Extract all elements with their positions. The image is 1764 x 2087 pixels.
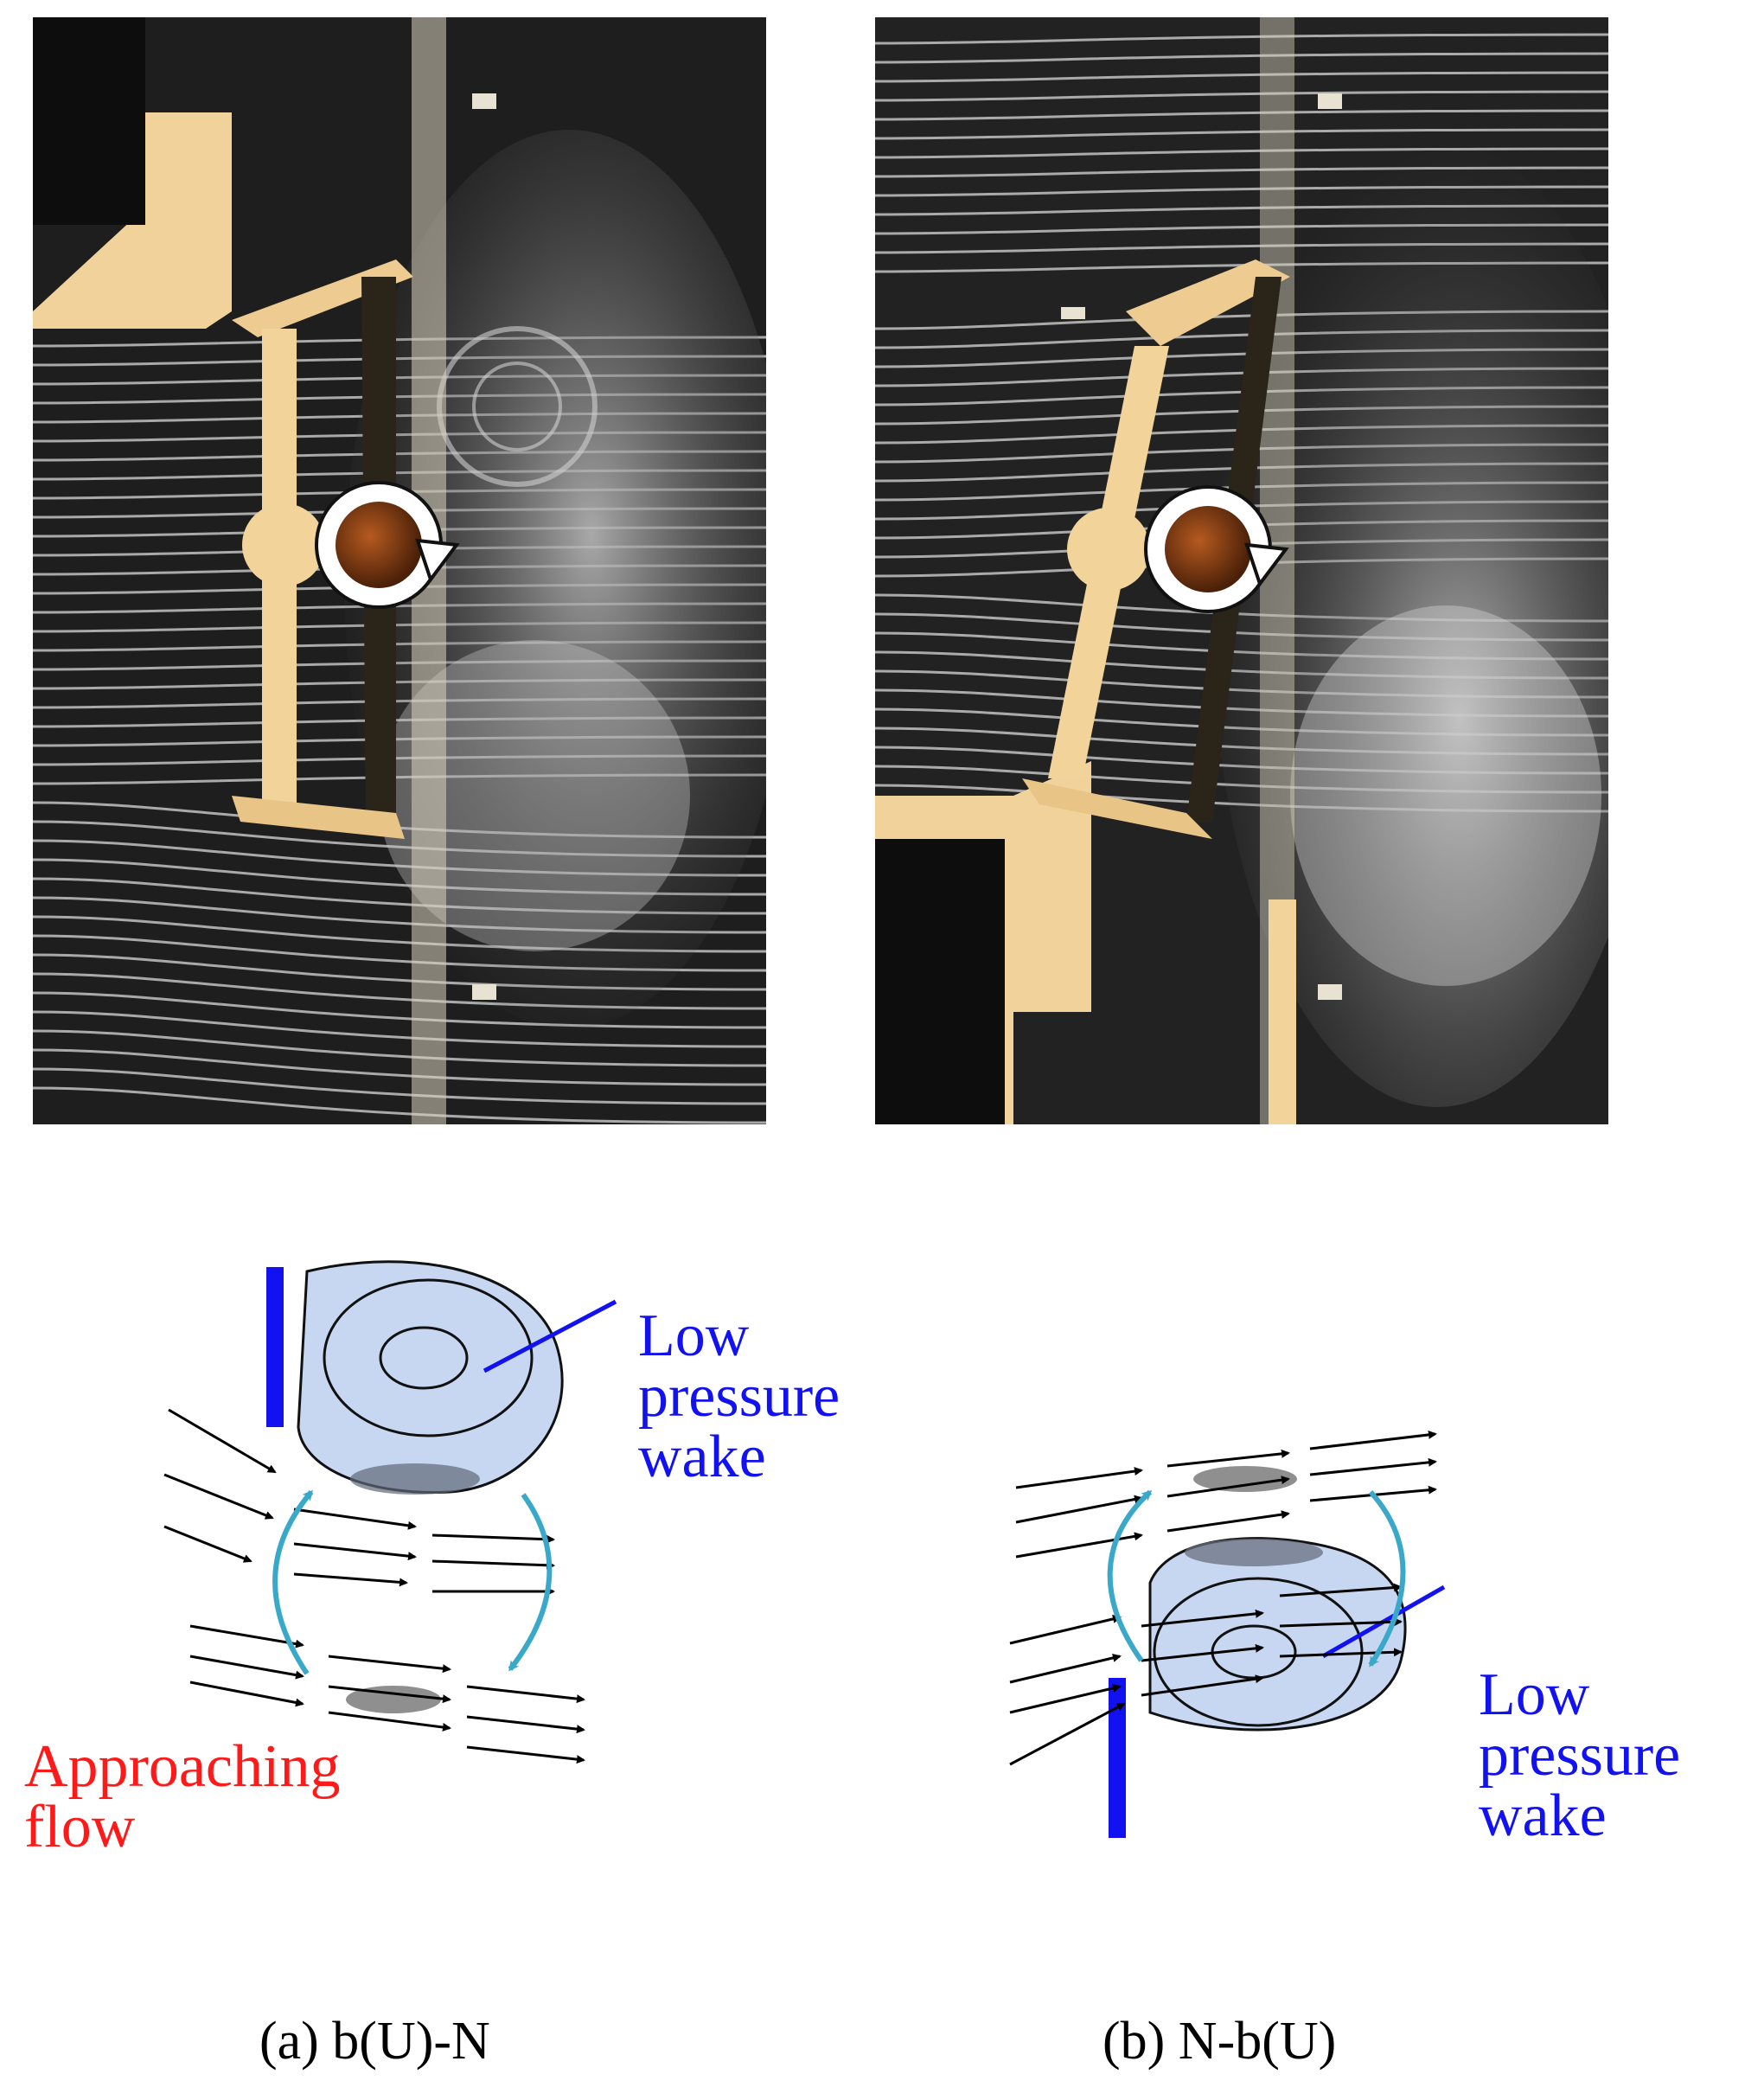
flow-arrow <box>189 1680 304 1707</box>
smoke-streakline <box>875 109 1608 121</box>
flow-diagram-b-art <box>1009 1430 1446 1838</box>
flow-arrow <box>1166 1476 1290 1498</box>
smoke-streakline <box>33 1086 766 1124</box>
flow-arrow <box>1015 1467 1143 1489</box>
smoke-photo-a-art <box>33 17 766 1124</box>
flow-diagram-a: Low pressure wake Approaching flow <box>0 1194 882 1929</box>
smoke-streakline <box>875 71 1608 83</box>
flow-arrow <box>189 1624 304 1648</box>
flow-arrow <box>1009 1653 1122 1684</box>
flow-arrow <box>1141 1609 1264 1628</box>
smoke-streakline <box>33 1048 766 1086</box>
blade-shadow <box>1193 1466 1297 1492</box>
blade-shadow <box>350 1463 480 1495</box>
flow-arrow <box>466 1685 585 1704</box>
smoke-streakline <box>33 1029 766 1067</box>
flow-diagram-a-art <box>163 1260 617 1764</box>
smoke-streakline <box>875 33 1608 45</box>
flow-arrow <box>1015 1532 1143 1559</box>
clockwise-rotation-icon <box>1144 485 1289 613</box>
flow-arrow <box>293 1508 417 1530</box>
wall-bar <box>266 1267 284 1427</box>
flow-arrow <box>328 1655 451 1674</box>
flow-diagram-b: Low pressure wake <box>882 1194 1764 1929</box>
recirculation-arrow <box>272 1489 314 1675</box>
flow-arrow <box>1141 1643 1264 1662</box>
smoke-streakline <box>875 90 1608 102</box>
flow-arrow <box>189 1655 304 1680</box>
blade-shadow <box>1185 1539 1323 1566</box>
smoke-photo-b-art <box>875 17 1608 1124</box>
flow-arrow <box>1309 1457 1437 1476</box>
caption-a: (a) b(U)-N <box>259 2012 490 2071</box>
smoke-streakline <box>875 128 1608 140</box>
smoke-photo-a <box>33 17 766 1124</box>
wake-pointer <box>483 1299 617 1373</box>
flow-arrow <box>466 1715 585 1734</box>
smoke-photo-b <box>875 17 1608 1124</box>
flow-arrow <box>1009 1702 1126 1766</box>
flow-arrow <box>1279 1583 1403 1597</box>
flow-arrow <box>1009 1614 1122 1645</box>
flow-arrow <box>1166 1449 1290 1468</box>
smoke-streakline <box>33 1010 766 1048</box>
flow-arrow <box>328 1711 451 1732</box>
flow-arrow <box>1309 1430 1437 1450</box>
recirculation-arrow <box>1368 1489 1406 1668</box>
smoke-streakline <box>33 1067 766 1105</box>
flow-arrow <box>163 1525 252 1563</box>
recirculation-arrow <box>508 1493 553 1672</box>
flow-arrow <box>1279 1617 1403 1628</box>
blade-shadow <box>346 1686 441 1713</box>
flow-arrow <box>293 1542 417 1561</box>
flow-arrow <box>1015 1495 1143 1524</box>
flow-arrow <box>168 1408 277 1474</box>
flow-arrow <box>466 1745 585 1764</box>
flow-arrow <box>293 1572 408 1587</box>
flow-arrow <box>431 1533 555 1544</box>
wake-label-a: Low pressure wake <box>638 1303 840 1490</box>
smoke-streakline <box>875 52 1608 64</box>
flow-arrow <box>1141 1674 1264 1697</box>
flow-arrow <box>1166 1510 1290 1533</box>
recirculation-arrow <box>1107 1489 1153 1662</box>
wake-region <box>1148 1537 1407 1732</box>
wall-bar <box>1109 1678 1126 1838</box>
approaching-flow-label: Approaching flow <box>24 1733 341 1860</box>
wake-region <box>297 1260 564 1495</box>
caption-b: (b) N-b(U) <box>1102 2012 1337 2071</box>
flow-arrow <box>328 1685 451 1704</box>
wake-label-b: Low pressure wake <box>1479 1661 1681 1849</box>
flow-arrow <box>1009 1683 1122 1714</box>
flow-arrow <box>163 1473 274 1520</box>
flow-arrow <box>431 1559 555 1570</box>
clockwise-rotation-icon <box>315 481 460 609</box>
